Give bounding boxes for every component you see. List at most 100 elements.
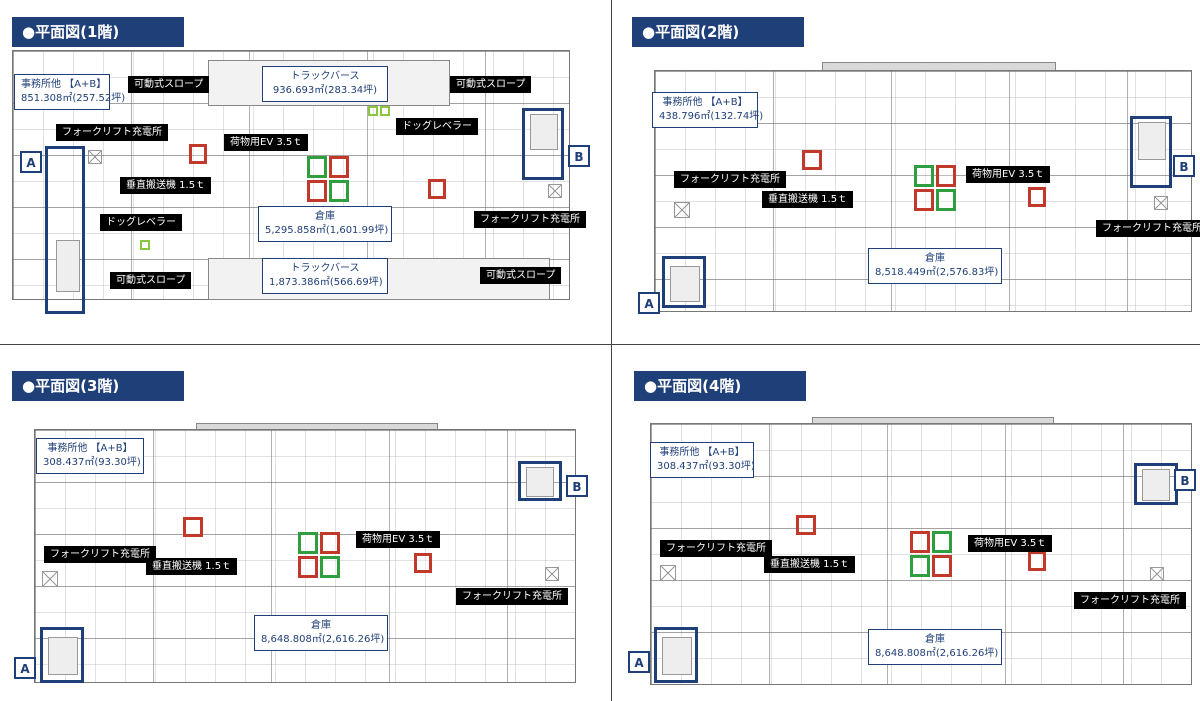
forklift-tag-4f-2: フォークリフト充電所 — [1074, 592, 1186, 609]
warehouse-area-1f: 5,295.858㎡(1,601.99坪) — [265, 225, 389, 236]
vertical-lift-box-2f-1 — [802, 150, 822, 170]
freight-ev-box-2f-1 — [914, 165, 934, 187]
warehouse-name-1f: 倉庫 — [315, 211, 335, 222]
office-a-outline-2f — [662, 256, 706, 308]
ramp-tag-1f-3: 可動式スロープ — [110, 272, 192, 289]
freight-ev-box-4f-1 — [932, 531, 952, 553]
forklift-area-mark-3f-1 — [42, 571, 58, 587]
office-b-room-4f — [1142, 469, 1170, 501]
office-name-2f: 事務所他 【A+B】 — [662, 97, 748, 108]
vertical-lift-box-4f-3 — [932, 555, 952, 577]
freight-ev-box-3f-2 — [320, 556, 340, 578]
vertical-lift-box-1f-3 — [307, 180, 327, 202]
floor-title-3f: ●平面図(3階) — [12, 371, 184, 401]
vertical-lift-box-1f-1 — [189, 144, 207, 164]
forklift-tag-2f-1: フォークリフト充電所 — [674, 171, 786, 188]
office-name-3f: 事務所他 【A+B】 — [47, 443, 133, 454]
forklift-tag-1f-2: フォークリフト充電所 — [474, 211, 586, 228]
office-area-label-4f: 事務所他 【A+B】 308.437㎡(93.30坪) — [650, 442, 755, 478]
forklift-area-mark-1f-1 — [88, 150, 102, 164]
panel-divider-horizontal — [0, 344, 1200, 345]
office-a-outline-1f — [45, 146, 85, 314]
warehouse-label-4f: 倉庫 8,648.808㎡(2,616.26坪) — [868, 629, 1002, 665]
freight-ev-box-3f-1 — [298, 532, 318, 554]
forklift-area-mark-4f-2 — [1150, 567, 1164, 581]
warehouse-area-3f: 8,648.808㎡(2,616.26坪) — [261, 634, 385, 645]
freight-ev-tag-4f: 荷物用EV 3.5ｔ — [968, 535, 1053, 552]
vertical-lift-box-4f-2 — [910, 531, 930, 553]
forklift-area-mark-2f-2 — [1154, 196, 1168, 210]
vertical-lift-tag-4f: 垂直搬送機 1.5ｔ — [764, 556, 856, 573]
office-b-marker-3f: B — [566, 475, 588, 497]
warehouse-area-4f: 8,648.808㎡(2,616.26坪) — [875, 648, 999, 659]
office-a-outline-3f — [40, 627, 84, 683]
office-a-room-2f — [670, 266, 700, 302]
forklift-area-mark-4f-1 — [660, 565, 676, 581]
floor-title-4f: ●平面図(4階) — [634, 371, 806, 401]
office-area-4f: 308.437㎡(93.30坪) — [657, 461, 755, 472]
truck-berth-top-label-1f: トラックバース 936.693㎡(283.34坪) — [262, 66, 388, 102]
office-b-outline-3f — [518, 461, 562, 501]
truck-berth-bottom-name-1f: トラックバース — [290, 263, 360, 274]
vertical-lift-box-1f-2 — [329, 156, 349, 178]
vertical-lift-box-3f-3 — [298, 556, 318, 578]
office-b-room-2f — [1138, 122, 1166, 160]
office-b-room-3f — [526, 467, 554, 497]
dock-leveler-tag-1f-2: ドッグレベラー — [100, 214, 182, 231]
vertical-lift-box-2f-2 — [936, 165, 956, 187]
office-a-marker-4f: A — [628, 651, 650, 673]
office-area-label-1f: 事務所他 【A+B】 851.308㎡(257.52坪) — [14, 74, 126, 110]
floor-title-1f: ●平面図(1階) — [12, 17, 184, 47]
freight-ev-box-1f-2 — [329, 180, 349, 202]
truck-berth-top-area-1f: 936.693㎡(283.34坪) — [272, 85, 378, 96]
warehouse-label-2f: 倉庫 8,518.449㎡(2,576.83坪) — [868, 248, 1002, 284]
office-a-marker-1f: A — [20, 151, 42, 173]
truck-berth-bottom-label-1f: トラックバース 1,873.386㎡(566.69坪) — [262, 258, 388, 294]
vertical-lift-tag-1f: 垂直搬送機 1.5ｔ — [120, 177, 212, 194]
office-name-4f: 事務所他 【A+B】 — [659, 447, 745, 458]
dock-leveler-box-1f-3 — [140, 240, 150, 250]
floor-plan-panel-1f: ●平面図(1階) A B 事務所他 【A+B】 851.308㎡(257.52坪… — [0, 0, 611, 344]
floor-title-2f: ●平面図(2階) — [632, 17, 804, 47]
office-a-marker-2f: A — [638, 292, 660, 314]
freight-ev-tag-1f: 荷物用EV 3.5ｔ — [224, 134, 309, 151]
forklift-area-mark-2f-1 — [674, 202, 690, 218]
office-b-outline-2f — [1130, 116, 1172, 188]
warehouse-label-3f: 倉庫 8,648.808㎡(2,616.26坪) — [254, 615, 388, 651]
office-a-room-3f — [48, 637, 78, 675]
panel-divider-vertical — [611, 0, 612, 701]
dock-leveler-tag-1f-1: ドッグレベラー — [396, 118, 478, 135]
vertical-lift-box-4f-4 — [1028, 551, 1046, 571]
forklift-tag-3f-1: フォークリフト充電所 — [44, 546, 156, 563]
ramp-tag-1f-1: 可動式スロープ — [128, 76, 210, 93]
office-b-marker-2f: B — [1173, 155, 1195, 177]
forklift-tag-1f-1: フォークリフト充電所 — [56, 124, 168, 141]
forklift-tag-2f-2: フォークリフト充電所 — [1096, 220, 1200, 237]
office-area-label-3f: 事務所他 【A+B】 308.437㎡(93.30坪) — [36, 438, 144, 474]
office-b-outline-1f — [522, 108, 564, 180]
floor-plan-panel-3f: ●平面図(3階) A B 事務所他 【A+B】 308.437㎡(93.30坪)… — [0, 345, 611, 701]
truck-berth-bottom-area-1f: 1,873.386㎡(566.69坪) — [269, 277, 383, 288]
office-area-1f: 851.308㎡(257.52坪) — [21, 93, 126, 104]
office-area-2f: 438.796㎡(132.74坪) — [659, 111, 764, 122]
vertical-lift-tag-3f: 垂直搬送機 1.5ｔ — [146, 558, 238, 575]
office-a-outline-4f — [654, 627, 698, 683]
vertical-lift-box-3f-2 — [320, 532, 340, 554]
warehouse-label-1f: 倉庫 5,295.858㎡(1,601.99坪) — [258, 206, 392, 242]
warehouse-name-3f: 倉庫 — [311, 620, 331, 631]
vertical-lift-box-3f-1 — [183, 517, 203, 537]
forklift-tag-3f-2: フォークリフト充電所 — [456, 588, 568, 605]
vertical-lift-box-2f-4 — [1028, 187, 1046, 207]
freight-ev-tag-2f: 荷物用EV 3.5ｔ — [966, 166, 1051, 183]
warehouse-name-4f: 倉庫 — [925, 634, 945, 645]
freight-ev-box-1f-1 — [307, 156, 327, 178]
office-area-label-2f: 事務所他 【A+B】 438.796㎡(132.74坪) — [652, 92, 764, 128]
freight-ev-tag-3f: 荷物用EV 3.5ｔ — [356, 531, 441, 548]
forklift-area-mark-1f-2 — [548, 184, 562, 198]
vertical-lift-box-2f-3 — [914, 189, 934, 211]
office-a-room-4f — [662, 637, 692, 675]
ramp-tag-1f-2: 可動式スロープ — [450, 76, 532, 93]
office-b-marker-4f: B — [1174, 469, 1196, 491]
office-a-marker-3f: A — [14, 657, 36, 679]
office-a-room-1f — [56, 240, 80, 292]
